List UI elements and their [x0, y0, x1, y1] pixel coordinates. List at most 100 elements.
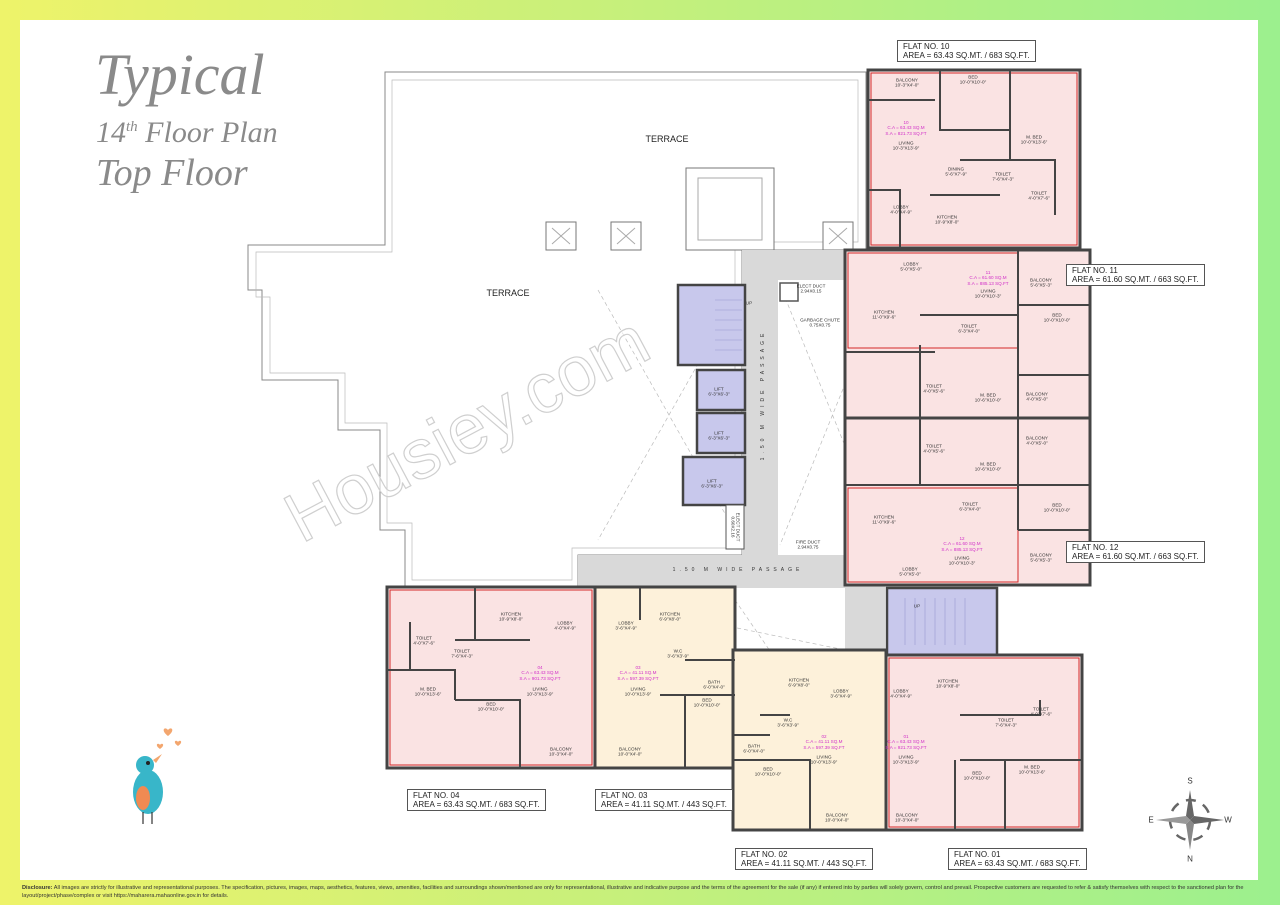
stair-treads: [715, 299, 966, 645]
room-name: KITCHEN: [873, 309, 895, 315]
skylight: [697, 177, 763, 241]
room-name: TOILET: [960, 323, 977, 329]
room-dimensions: 5'-0"X5'-0": [900, 267, 922, 272]
room-name: LIVING: [980, 288, 996, 294]
room-name: BED: [1052, 502, 1062, 508]
skylight: [685, 167, 775, 251]
room-name: LIVING: [954, 555, 970, 561]
room-name: BED: [1052, 312, 1062, 318]
room-dimensions: 10'-0"X10'-0": [1043, 318, 1071, 323]
bird-illustration: [133, 728, 182, 824]
flat-ca: C.A = 41.11 SQ.M: [805, 739, 843, 745]
room-name: W.C: [783, 717, 793, 723]
flat-number: 03: [635, 665, 641, 671]
room-name: LIVING: [898, 754, 914, 760]
room-name: BALCONY: [1030, 552, 1052, 558]
flat-number: 01: [903, 734, 909, 740]
staircase-bottom: [885, 586, 999, 657]
passage-label-horizontal: 1.50 M WIDE PASSAGE: [672, 567, 804, 573]
compass-icon: [1156, 790, 1224, 850]
floor-suffix: th: [126, 119, 138, 135]
floor-number: 14: [96, 116, 126, 149]
room-dimensions: 4'-0"X7'-6": [1030, 712, 1052, 717]
flat-number: 11: [985, 270, 991, 276]
room-dimensions: 10'-9"X8'-0": [936, 684, 960, 689]
flat-sa: S.A = 921.73 SQ.FT: [885, 744, 927, 750]
room-name: LOBBY: [893, 204, 909, 210]
flat-ca: C.A = 63.43 SQ.M: [887, 739, 925, 745]
room-name: LIVING: [532, 686, 548, 692]
flat-number-label: FLAT NO. 01: [954, 850, 1001, 859]
room-dimensions: 4'-0"X4'-9": [554, 626, 576, 631]
elect-duct-side: [725, 504, 745, 550]
room-name: BALCONY: [826, 812, 848, 818]
room-name: W.C: [673, 648, 683, 654]
room-name: LIVING: [816, 754, 832, 760]
room-dimensions: 10'-0"X13'-6": [1020, 140, 1048, 145]
flat-area-label: AREA = 41.11 SQ.MT. / 443 SQ.FT.: [601, 800, 727, 810]
room-dimensions: 4'-0"X4'-9": [890, 694, 912, 699]
room-name: TOILET: [994, 171, 1011, 177]
lift-3: [681, 455, 747, 507]
room-name: TOILET: [453, 648, 470, 654]
room-name: LOBBY: [833, 688, 849, 694]
disclaimer-text: All images are strictly for illustrative…: [22, 885, 1244, 900]
flat-area-label: AREA = 63.43 SQ.MT. / 683 SQ.FT.: [413, 800, 540, 810]
room-dimensions: 3'-6"X4'-9": [830, 694, 852, 699]
room-name: KITCHEN: [500, 611, 522, 617]
flat-number-label: FLAT NO. 12: [1072, 543, 1119, 552]
room-dimensions: 10'-3"X13'-9": [526, 692, 554, 697]
stair-up-label: UP: [745, 300, 753, 306]
flat-sa: S.A = 901.73 SQ.FT: [519, 675, 561, 681]
flat-sa: S.A = 885.13 SQ.FT: [967, 280, 1009, 286]
room-dimensions: 10'-9"X8'-0": [935, 220, 959, 225]
flat-sa: S.A = 597.39 SQ.FT: [803, 744, 845, 750]
room-dimensions: 10'-0"X13'-6": [414, 692, 442, 697]
room-dimensions: 10'-0"X4'-0": [825, 818, 849, 823]
room-dimensions: 10'-0"X10'-0": [963, 776, 991, 781]
flat-sa: S.A = 885.13 SQ.FT: [941, 546, 983, 552]
room-name: BALCONY: [619, 746, 641, 752]
compass-west: W: [1224, 815, 1232, 825]
room-name: TOILET: [925, 383, 942, 389]
room-name: LOBBY: [893, 688, 909, 694]
room-name: M. BED: [980, 392, 996, 398]
room-dimensions: 7'-6"X4'-3": [451, 654, 473, 659]
room-dimensions: 4'-0"X4'-9": [890, 210, 912, 215]
room-dimensions: 10'-3"X4'-0": [895, 818, 919, 823]
room-dimensions: 3'-6"X4'-9": [615, 626, 637, 631]
room-name: BED: [702, 697, 712, 703]
room-dimensions: 10'-3"X4'-0": [549, 752, 573, 757]
room-dimensions: 10'-0"X10'-0": [693, 703, 721, 708]
room-dimensions: 6'-0"X4'-0": [703, 685, 725, 690]
room-dimensions: 4'-0"X5'-6": [923, 449, 945, 454]
room-dimensions: 10'-6"X10'-0": [974, 398, 1002, 403]
compass-east: E: [1148, 815, 1154, 825]
room-dimensions: 10'-0"X4'-0": [618, 752, 642, 757]
room-dimensions: 7'-6"X4'-3": [992, 177, 1014, 182]
room-dimensions: 10'-3"X13'-9": [892, 760, 920, 765]
terrace-label: TERRACE: [486, 288, 530, 298]
